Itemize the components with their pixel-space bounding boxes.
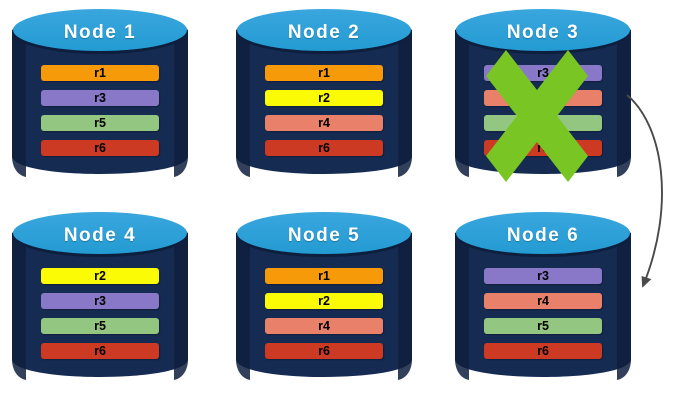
replica-label: r6	[318, 141, 330, 155]
cylinder-top-disc	[13, 9, 187, 51]
replica-bar-r3[interactable]: r3	[484, 268, 602, 284]
replica-bar-r3[interactable]: r3	[484, 65, 602, 81]
replica-label: r5	[94, 319, 106, 333]
cylinder-top-disc	[237, 212, 411, 254]
cylinder-left-shade	[12, 233, 26, 380]
replica-list: r2 r3 r5 r6	[41, 268, 159, 368]
replica-bar-r6[interactable]: r6	[484, 343, 602, 359]
replica-list: r1 r2 r4 r6	[265, 268, 383, 368]
replica-bar-r4[interactable]: r4	[265, 318, 383, 334]
replica-bar-r2[interactable]: r2	[265, 90, 383, 106]
replica-bar-r4[interactable]: r4	[484, 293, 602, 309]
replica-label: r4	[318, 116, 330, 130]
replica-label: r6	[537, 344, 549, 358]
replica-bar-r4[interactable]: r4	[484, 90, 602, 106]
replica-label: r6	[318, 344, 330, 358]
replica-list: r3 r4 r5 r6	[484, 65, 602, 165]
cylinder-left-shade	[455, 233, 469, 380]
replica-label: r1	[318, 269, 330, 283]
replica-label: r6	[94, 141, 106, 155]
replica-list: r3 r4 r5 r6	[484, 268, 602, 368]
cylinder-right-shade	[398, 30, 412, 177]
replica-label: r6	[94, 344, 106, 358]
replica-bar-r4[interactable]: r4	[265, 115, 383, 131]
replica-label: r3	[537, 269, 549, 283]
replica-label: r4	[318, 319, 330, 333]
replica-label: r2	[318, 91, 330, 105]
cylinder-right-shade	[617, 233, 631, 380]
replica-label: r4	[537, 91, 549, 105]
replica-bar-r3[interactable]: r3	[41, 293, 159, 309]
cylinder-right-shade	[174, 30, 188, 177]
replica-bar-r3[interactable]: r3	[41, 90, 159, 106]
replica-list: r1 r2 r4 r6	[265, 65, 383, 165]
cylinder-left-shade	[236, 233, 250, 380]
cylinder-left-shade	[455, 30, 469, 177]
replica-label: r4	[537, 294, 549, 308]
replica-bar-r5[interactable]: r5	[41, 115, 159, 131]
replica-label: r3	[94, 91, 106, 105]
replica-bar-r1[interactable]: r1	[41, 65, 159, 81]
replica-list: r1 r3 r5 r6	[41, 65, 159, 165]
replica-bar-r2[interactable]: r2	[41, 268, 159, 284]
replica-label: r1	[94, 66, 106, 80]
replica-bar-r2[interactable]: r2	[265, 293, 383, 309]
replica-label: r6	[537, 141, 549, 155]
replica-label: r3	[537, 66, 549, 80]
replica-bar-r5[interactable]: r5	[41, 318, 159, 334]
replica-bar-r6[interactable]: r6	[484, 140, 602, 156]
cylinder-right-shade	[174, 233, 188, 380]
replica-label: r5	[537, 319, 549, 333]
replica-bar-r1[interactable]: r1	[265, 65, 383, 81]
replica-label: r3	[94, 294, 106, 308]
cylinder-top-disc	[237, 9, 411, 51]
replica-label: r2	[94, 269, 106, 283]
replica-bar-r5[interactable]: r5	[484, 318, 602, 334]
replica-label: r2	[318, 294, 330, 308]
cylinder-top-disc	[456, 212, 630, 254]
replica-bar-r6[interactable]: r6	[265, 343, 383, 359]
cylinder-right-shade	[398, 233, 412, 380]
cylinder-top-disc	[13, 212, 187, 254]
replica-bar-r5[interactable]: r5	[484, 115, 602, 131]
cylinder-right-shade	[617, 30, 631, 177]
replica-label: r5	[537, 116, 549, 130]
cylinder-left-shade	[12, 30, 26, 177]
replica-bar-r6[interactable]: r6	[41, 140, 159, 156]
replica-label: r1	[318, 66, 330, 80]
replica-label: r5	[94, 116, 106, 130]
replica-bar-r6[interactable]: r6	[265, 140, 383, 156]
cylinder-left-shade	[236, 30, 250, 177]
cylinder-top-disc	[456, 9, 630, 51]
replica-bar-r1[interactable]: r1	[265, 268, 383, 284]
replica-bar-r6[interactable]: r6	[41, 343, 159, 359]
